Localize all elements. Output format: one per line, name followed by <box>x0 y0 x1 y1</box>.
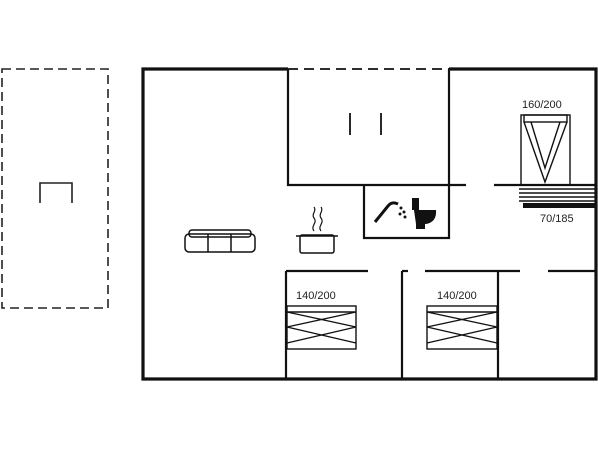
wardrobe-icon <box>349 113 382 135</box>
toilet-icon <box>412 198 437 229</box>
outer-walls <box>141 67 598 381</box>
bunk-bed <box>519 188 596 208</box>
bed-label-bottom-right: 140/200 <box>437 290 477 302</box>
stove-pot-icon <box>296 206 338 254</box>
bed-bottom-left <box>286 305 357 350</box>
bed-label-top-right: 160/200 <box>522 99 562 111</box>
shower-icon <box>373 201 407 223</box>
carport <box>1 68 109 309</box>
sofa-icon <box>184 229 256 253</box>
bed-bottom-right <box>426 305 498 350</box>
bed-top-right <box>520 114 571 186</box>
bed-label-bunk: 70/185 <box>540 213 574 225</box>
inner-walls <box>284 69 596 379</box>
bed-label-bottom-left: 140/200 <box>296 290 336 302</box>
car-shelter-icon <box>39 182 73 203</box>
